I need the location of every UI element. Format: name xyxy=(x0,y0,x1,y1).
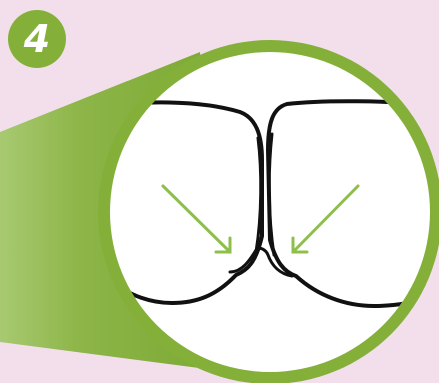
step-number-badge: 4 xyxy=(8,10,66,68)
step-number: 4 xyxy=(24,17,50,61)
